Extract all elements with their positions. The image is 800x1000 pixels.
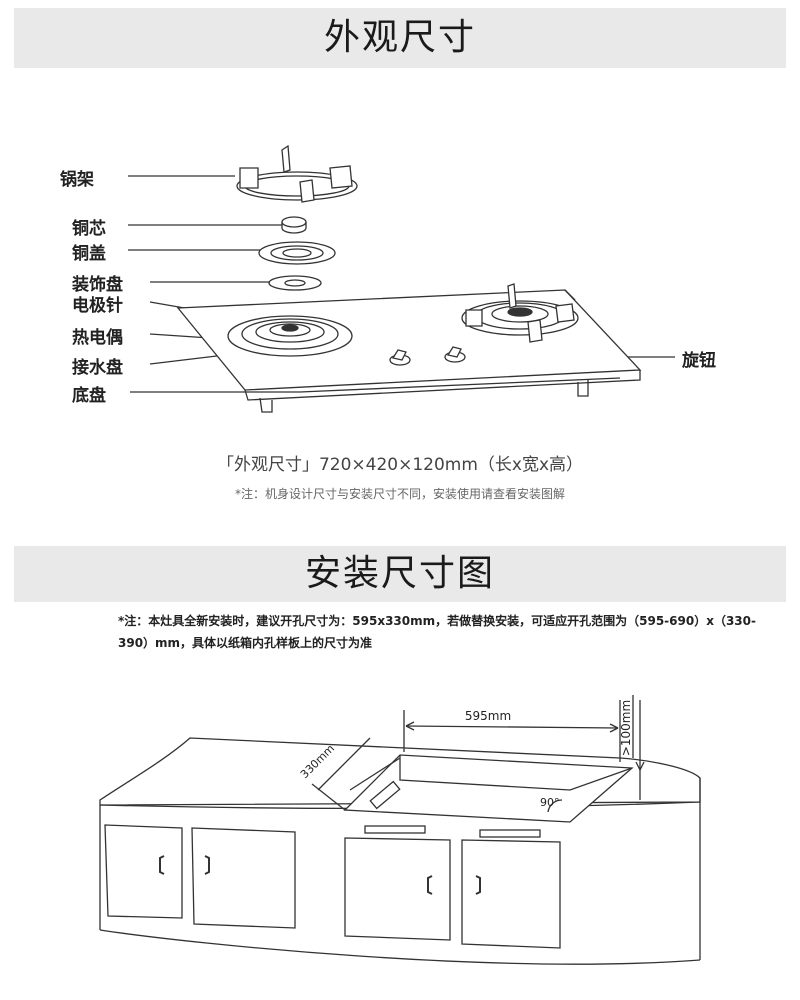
label-decor-plate: 装饰盘 — [72, 275, 123, 295]
label-drip-tray: 接水盘 — [72, 358, 123, 378]
dimensions-text: 「外观尺寸」720×420×120mm（长x宽x高） — [216, 455, 584, 475]
body-size-note: *注：机身设计尺寸与安装尺寸不同，安装使用请查看安装图解 — [234, 487, 565, 501]
decor-plate-part — [268, 275, 322, 291]
cabinet-door-1 — [104, 824, 183, 919]
knob-right — [444, 346, 466, 363]
width-dimension-line — [405, 725, 619, 729]
drawer-handle-2 — [479, 829, 541, 838]
label-thermocouple: 热电偶 — [72, 328, 123, 348]
right-burner — [461, 283, 579, 343]
section-title-installation: 安装尺寸图 — [14, 546, 786, 602]
copper-core-part — [281, 216, 307, 234]
stove-foot-right — [577, 380, 589, 397]
cabinet-door-2 — [191, 827, 296, 929]
depth-dimension-line — [317, 737, 371, 791]
label-copper-cap: 铜盖 — [72, 244, 106, 264]
label-pot-stand: 锅架 — [60, 170, 94, 190]
width-label: 595mm — [465, 709, 511, 723]
cabinet-bottom — [99, 929, 701, 965]
cabinet-door-3 — [344, 837, 451, 941]
cabinet-door-4 — [461, 839, 561, 949]
installation-note: *注：本灶具全新安装时，建议开孔尺寸为：595x330mm，若做替换安装，可适应… — [118, 614, 756, 650]
left-burner — [227, 315, 353, 357]
label-knob: 旋钮 — [682, 351, 716, 371]
label-copper-core: 铜芯 — [72, 219, 106, 239]
pot-stand-part — [236, 144, 358, 203]
label-electrode: 电极针 — [72, 296, 123, 316]
drawer-handle-1 — [364, 825, 426, 834]
label-base-pan: 底盘 — [72, 386, 106, 406]
angle-label: 90° — [540, 796, 560, 809]
stove-foot-left — [259, 397, 273, 413]
knob-left — [389, 349, 411, 366]
copper-cap-part — [258, 241, 336, 265]
stove-base-pan — [244, 370, 641, 401]
angle-arc — [547, 799, 563, 813]
clearance-label: >100mm — [619, 700, 633, 756]
cutout-slot — [369, 780, 401, 810]
section-title-appearance: 外观尺寸 — [14, 8, 786, 68]
